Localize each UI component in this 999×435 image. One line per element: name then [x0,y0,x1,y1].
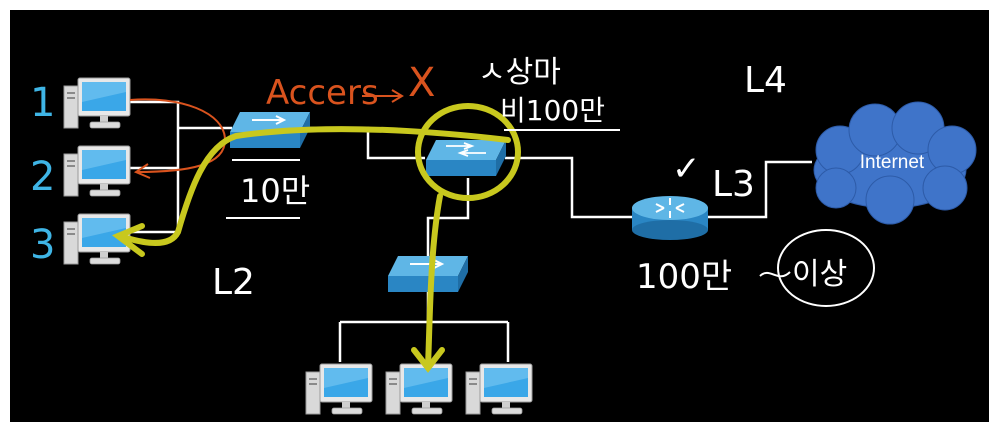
diagram-background [10,10,989,422]
router-price: 100만 [636,257,732,297]
link-router-to-internet [704,160,812,219]
link-core-to-router [505,156,634,219]
top-note-line1: ㅅ상마 [478,55,561,90]
top-note-line2: 비100만 [500,94,605,127]
access-switch[interactable] [230,112,310,148]
circled-note-ring [777,229,875,307]
x-mark: X [408,60,435,106]
circled-note: 이상 [792,257,847,292]
internet-cloud[interactable]: Internet [813,101,977,225]
router[interactable] [632,196,708,240]
cloud-label: Internet [860,152,925,173]
core-switch[interactable] [426,140,506,176]
pc-number-1: 1 [30,80,55,126]
check-mark: ✓ [672,149,701,189]
access-note: Accers [266,73,379,113]
layer-2-label: L2 [212,262,255,303]
layer-3-label: L3 [712,164,755,205]
pc-number-2: 2 [30,154,55,200]
tilde-mark [759,271,791,278]
pc-number-3: 3 [30,222,55,268]
switch-price: 10만 [240,172,310,210]
layer-4-label: L4 [744,60,787,101]
yellow-path [112,103,521,373]
